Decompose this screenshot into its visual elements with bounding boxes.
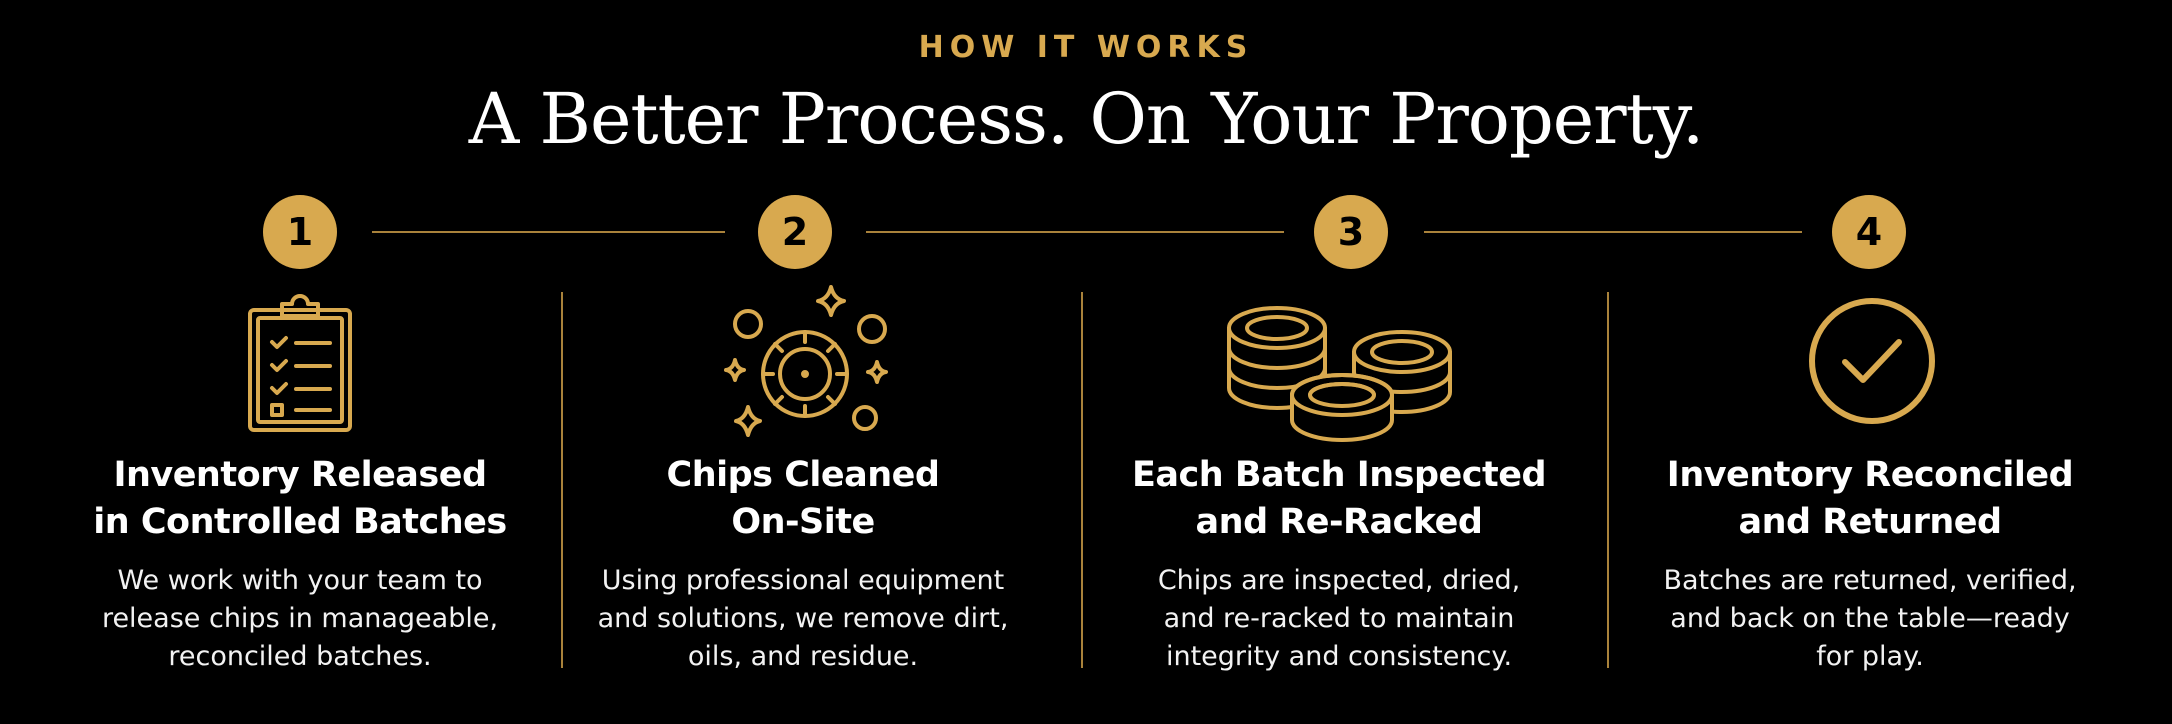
connector-line-2-3 bbox=[866, 231, 1284, 233]
connector-line-1-2 bbox=[372, 231, 725, 233]
column-divider-1 bbox=[561, 292, 563, 668]
connector-line-3-4 bbox=[1424, 231, 1802, 233]
chip-stacks-icon bbox=[1227, 306, 1452, 442]
column-divider-2 bbox=[1081, 292, 1083, 668]
step-4-number-badge: 4 bbox=[1832, 195, 1906, 269]
sparkling-chip-icon bbox=[724, 285, 888, 437]
column-divider-3 bbox=[1607, 292, 1609, 668]
step-2-number-badge: 2 bbox=[758, 195, 832, 269]
step-3-number-badge: 3 bbox=[1314, 195, 1388, 269]
step-3-description: Chips are inspected, dried,and re-racked… bbox=[1157, 565, 1521, 672]
step-4-description: Batches are returned, verified,and back … bbox=[1663, 565, 2077, 672]
check-circle-icon bbox=[1809, 298, 1935, 424]
page-title: A Better Process. On Your Property. bbox=[468, 78, 1705, 160]
step-1-number-badge: 1 bbox=[263, 195, 337, 269]
eyebrow-label: HOW IT WORKS bbox=[918, 30, 1254, 65]
clipboard-checklist-icon bbox=[248, 294, 352, 432]
